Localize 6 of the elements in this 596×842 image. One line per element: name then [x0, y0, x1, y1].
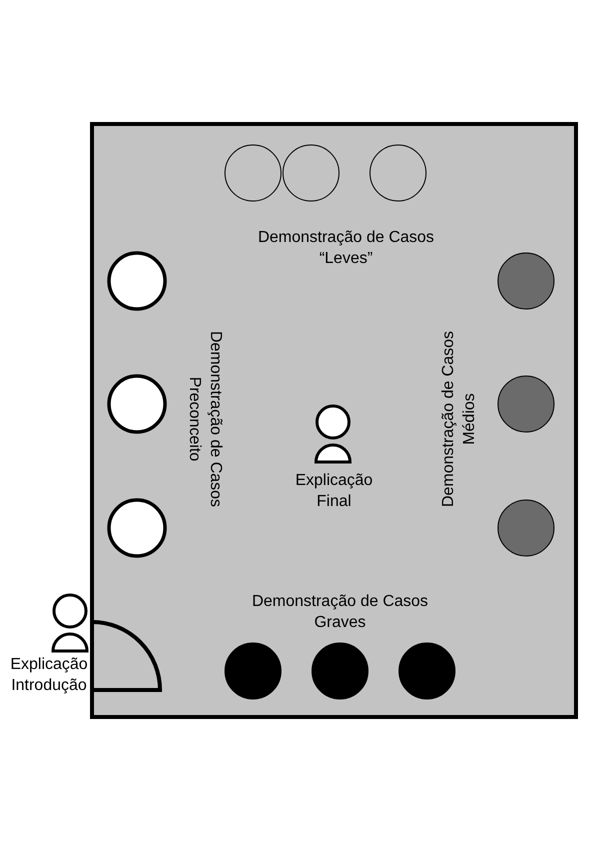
area-label: Explicação Introdução: [9, 655, 89, 696]
area-label: Demonstração de Casos Médios: [439, 330, 479, 510]
area-label: Demonstração de Casos Graves: [250, 592, 430, 633]
area-label: Demonstração de Casos “Leves”: [256, 228, 436, 269]
area-label: Demonstração de Casos Preconceito: [185, 330, 225, 510]
area-label: Explicação Final: [294, 471, 374, 512]
